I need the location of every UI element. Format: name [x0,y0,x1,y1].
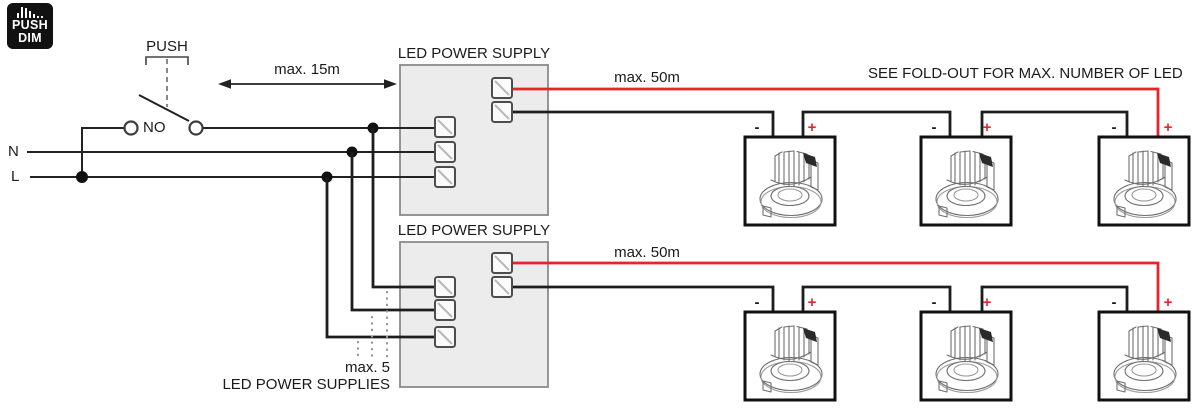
led-fixture-box [743,310,837,402]
dc-wiring-row2 [512,261,1160,312]
negative-wire-row1 [512,110,775,137]
line-branch-wire [325,177,435,339]
neutral-branch-wire [350,152,435,312]
series-jumper-row1-b [980,110,1129,137]
max-15m-arrow [218,79,397,89]
terminal-supply2-line-in [434,326,456,348]
plus-label: + [982,119,992,136]
minus-label: - [1111,119,1117,136]
foldout-note: SEE FOLD-OUT FOR MAX. NUMBER OF LED [868,65,1183,82]
additional-supplies-dotted-wires [357,291,388,360]
supply2-terminals [434,252,513,348]
max-15m-label: max. 15m [274,61,340,78]
max-supplies-label-line2: LED POWER SUPPLIES [222,376,390,393]
max-50m-label-bottom: max. 50m [614,244,680,261]
plus-label: + [1163,119,1173,136]
line-label: L [11,168,20,185]
led-fixtures-row1 [743,135,1191,227]
terminal-supply1-positive-out [491,77,513,99]
pushdim-logo: PUSH DIM [7,3,53,49]
switch-lever [138,94,190,122]
led-fixtures-row2 [743,310,1191,402]
logo-text-dim: DIM [18,31,42,45]
plus-label: + [1163,294,1173,311]
negative-wire-row2 [512,285,775,312]
pushdim-bars-icon [16,7,44,18]
terminal-supply2-neutral-in [434,299,456,321]
terminal-supply1-negative-out [491,101,513,123]
plus-label: + [807,294,817,311]
minus-label: - [754,294,760,311]
logo-text-push: PUSH [12,18,48,32]
led-fixture-box [1097,310,1191,402]
neutral-label: N [8,143,19,160]
led-fixture-box [919,310,1013,402]
minus-label: - [931,294,937,311]
minus-label: - [754,119,760,136]
series-jumper-row2-a [801,285,952,312]
terminal-supply1-line-in [434,166,456,188]
positive-wire-row1 [512,87,1160,137]
terminal-supply2-negative-out [491,276,513,298]
max-supplies-label-line1: max. 5 [344,359,390,376]
minus-label: - [1111,294,1117,311]
switch-no-label: NO [143,119,166,136]
push-switch-symbol [123,56,204,136]
positive-wire-row2 [512,261,1160,312]
supply1-terminals [434,77,513,188]
terminal-supply2-positive-out [491,252,513,274]
series-jumper-row1-a [801,110,952,137]
terminal-supply1-neutral-in [434,141,456,163]
series-jumper-row2-b [980,285,1129,312]
terminal-supply1-switch-in [434,116,456,138]
plus-label: + [982,294,992,311]
led-fixture-box [743,135,837,227]
dc-wiring-row1 [512,87,1160,137]
supply1-title: LED POWER SUPPLY [397,45,551,62]
supply2-title: LED POWER SUPPLY [397,222,551,239]
push-actuator-bracket [145,56,189,65]
plus-label: + [807,119,817,136]
switch-branch-wire [371,128,435,289]
max-50m-label-top: max. 50m [614,69,680,86]
led-power-supply-1-box [399,64,549,216]
push-label: PUSH [146,38,188,55]
led-fixture-box [1097,135,1191,227]
minus-label: - [931,119,937,136]
led-fixture-box [919,135,1013,227]
supply2-branch-wires [325,128,435,339]
switch-feed-wire [81,127,124,177]
terminal-supply2-switch-in [434,276,456,298]
led-power-supply-2-box [399,241,549,388]
mains-wiring [27,94,435,178]
